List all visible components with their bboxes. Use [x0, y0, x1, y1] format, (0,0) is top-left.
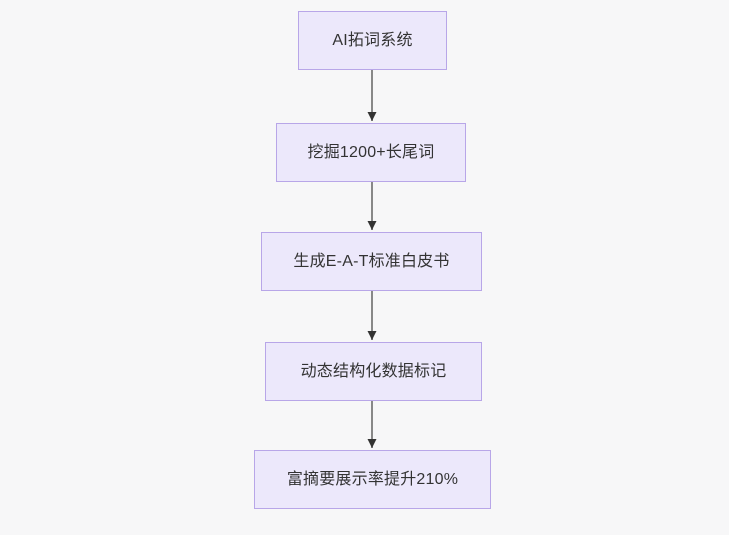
flowchart-node-generate-eat-whitepaper[interactable]: 生成E-A-T标准白皮书 — [261, 232, 482, 291]
flowchart-node-label: 动态结构化数据标记 — [300, 362, 447, 380]
flowchart-node-dynamic-structured-data-markup[interactable]: 动态结构化数据标记 — [265, 342, 482, 401]
flowchart-node-label: 富摘要展示率提升210% — [286, 470, 459, 488]
flowchart-node-ai-keyword-system[interactable]: AI拓词系统 — [298, 11, 447, 70]
flowchart-node-mine-longtail-keywords[interactable]: 挖掘1200+长尾词 — [276, 123, 466, 182]
flowchart-node-label: 挖掘1200+长尾词 — [307, 143, 435, 161]
flowchart-node-rich-snippet-impression-uplift[interactable]: 富摘要展示率提升210% — [254, 450, 491, 509]
flowchart-node-label: AI拓词系统 — [332, 31, 413, 49]
flowchart-node-label: 生成E-A-T标准白皮书 — [293, 252, 450, 270]
